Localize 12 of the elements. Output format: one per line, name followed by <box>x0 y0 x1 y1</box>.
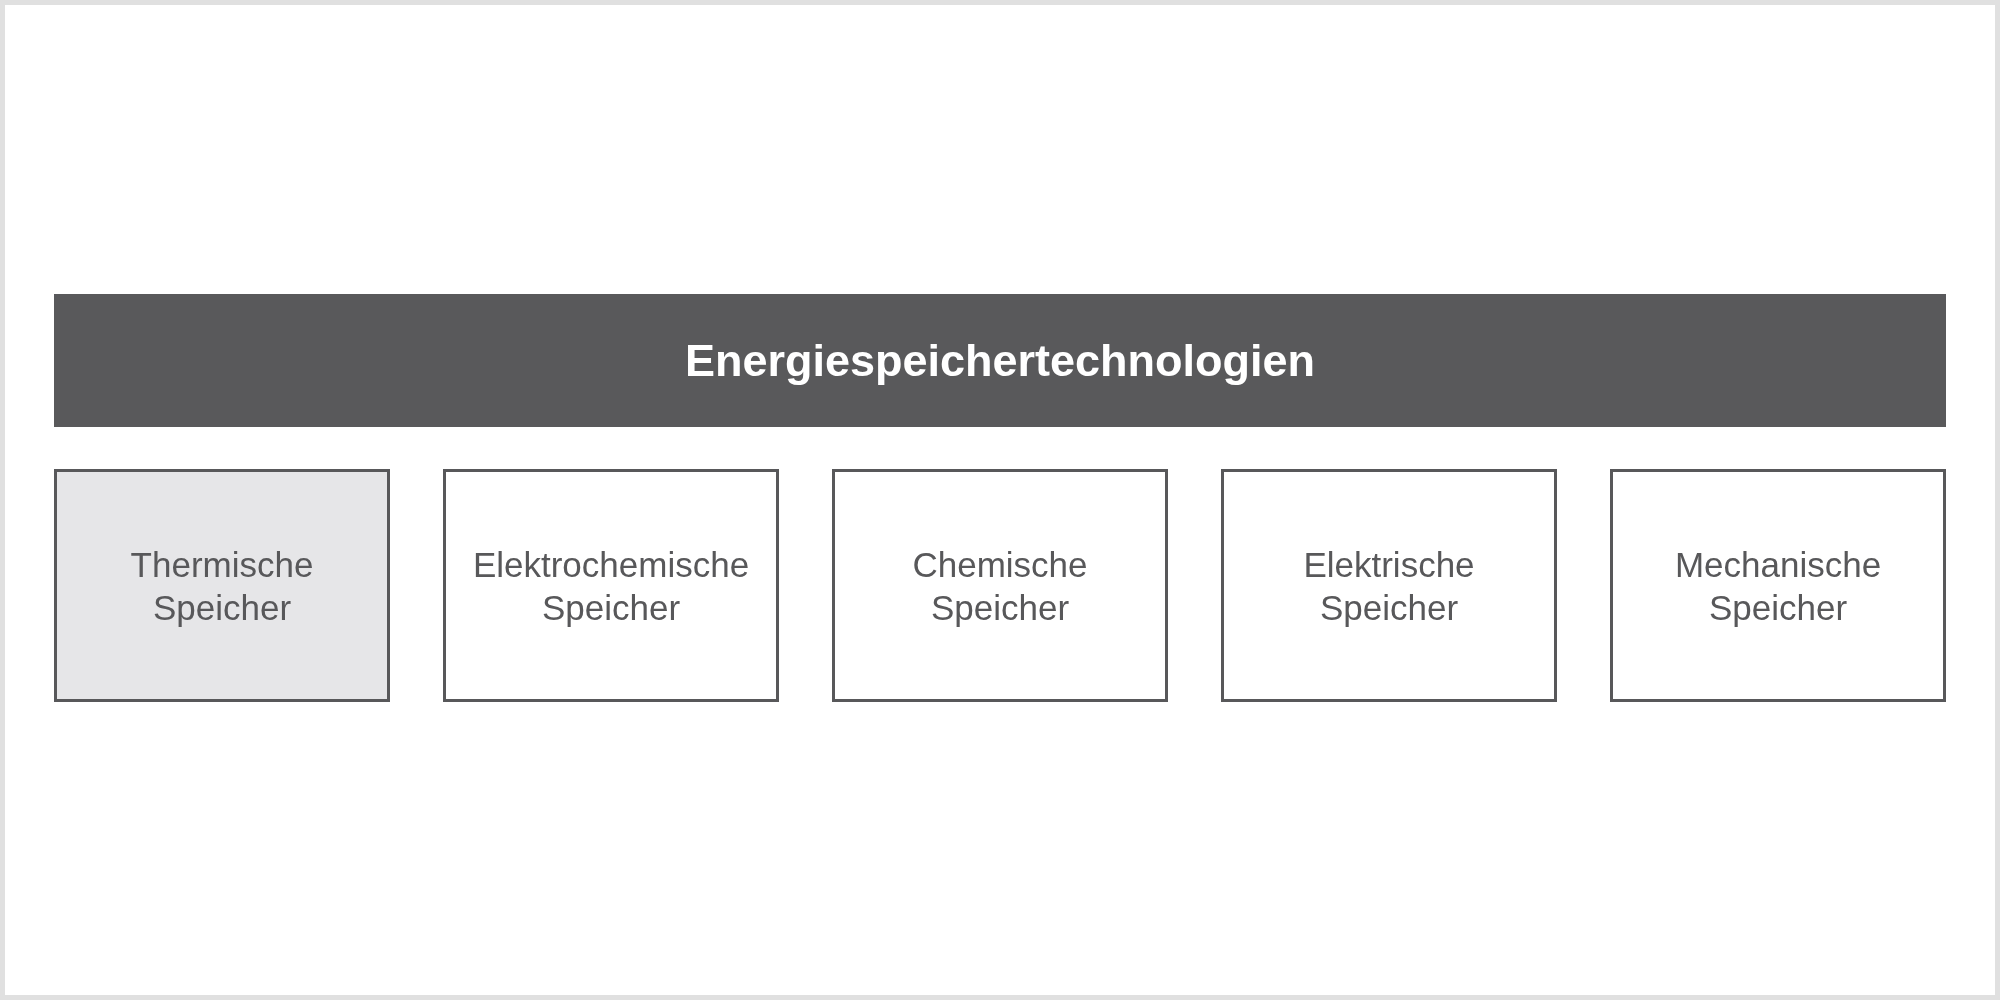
header-band <box>54 294 1946 427</box>
category-box <box>1610 469 1946 702</box>
box-label: Chemische Speicher <box>911 543 1089 629</box>
box-label: Elektrische Speicher <box>1302 543 1476 629</box>
category-box <box>54 469 390 702</box>
box-label: Elektrochemische Speicher <box>471 543 751 629</box>
box-label: Mechanische Speicher <box>1673 543 1883 629</box>
band-title: Energiespeichertechnologien <box>684 334 1316 387</box>
category-box <box>443 469 779 702</box>
category-box <box>832 469 1168 702</box>
category-box <box>1221 469 1557 702</box>
box-label: Thermische Speicher <box>129 543 315 629</box>
